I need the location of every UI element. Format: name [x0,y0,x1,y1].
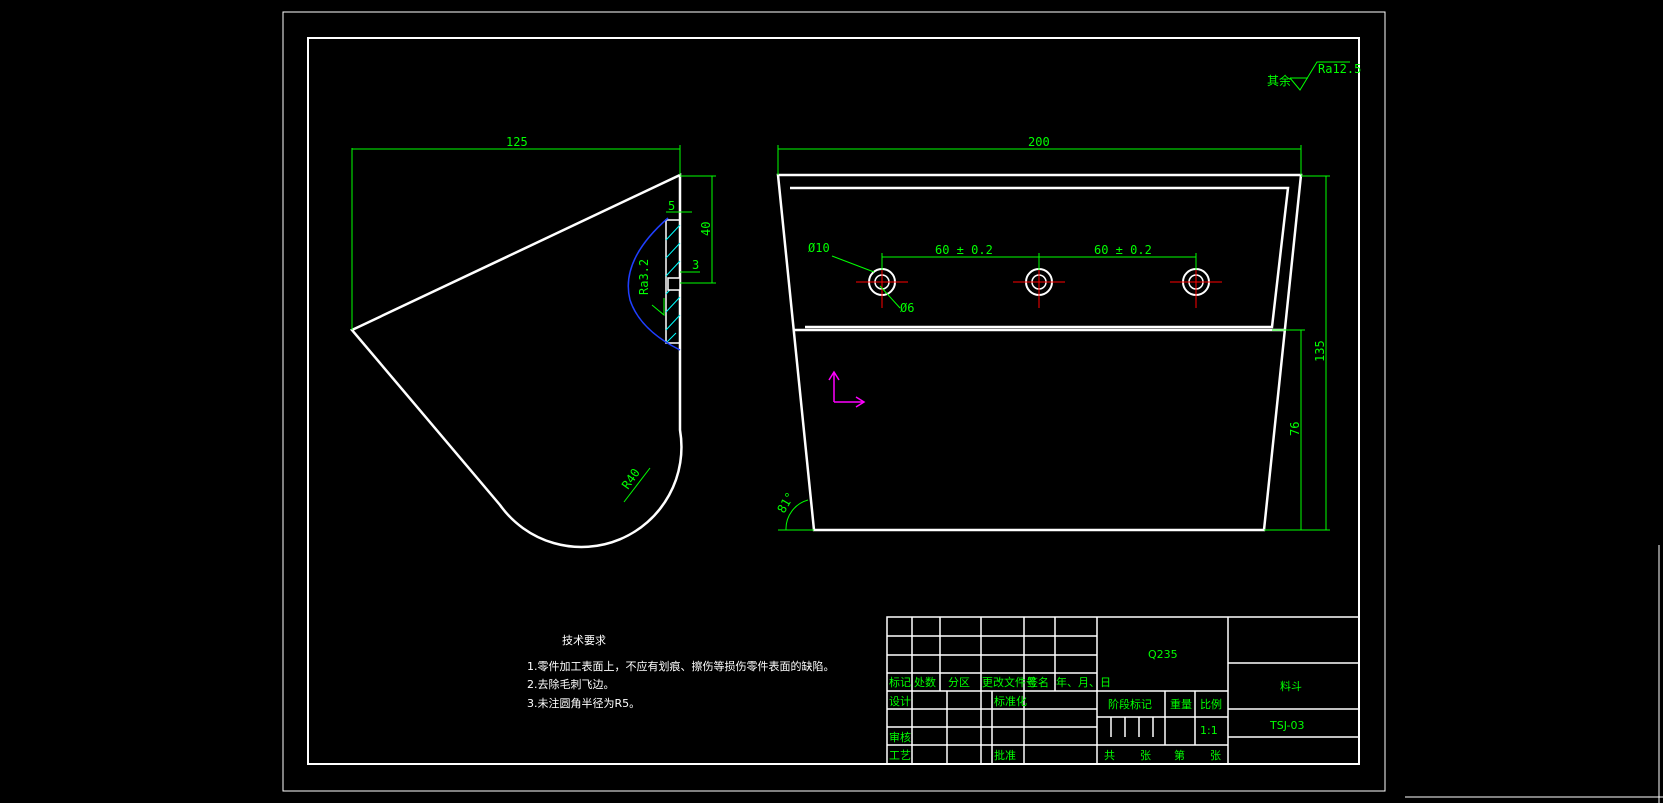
sign-label-review: 审核 [889,730,911,744]
title-block-text: Q235 料斗 TSJ-03 标记 处数 分区 更改文件号 签名 年、月、日 设… [889,648,1305,762]
hole-small-leader [879,285,901,309]
angle-text: 81° [774,490,797,516]
dim-5-text: 5 [668,199,675,213]
rev-header-2: 分区 [948,676,970,689]
dim-3-text: 3 [692,258,699,272]
hole-large-leader [831,255,875,273]
radius-leader [623,467,651,503]
side-view-outline [349,173,683,549]
hole-small-text: Ø6 [900,301,914,315]
general-roughness-note: 其余 Ra12.5 [1267,61,1361,91]
roughness-symbol-icon [1289,61,1350,91]
sheet-no-label: 第 [1174,748,1185,762]
rev-header-4: 签名 [1027,675,1049,689]
scale-value: 1:1 [1200,724,1218,737]
sheet-unit2-label: 张 [1210,749,1221,762]
drawing-no-text: TSJ-03 [1269,719,1305,732]
rev-header-1: 处数 [914,676,936,689]
inner-drawing-frame [307,37,1360,765]
dim-200-text: 200 [1028,135,1050,149]
side-roughness-symbol-icon [651,298,665,317]
dim-135-text: 135 [1313,340,1327,362]
dim-76-text: 76 [1288,422,1302,436]
hole-large-text: Ø10 [808,241,830,255]
ucs-axis-icon [828,370,866,408]
sign-label-standard: 标准化 [994,694,1027,708]
spacing-1-text: 60 ± 0.2 [935,243,993,257]
material-text: Q235 [1148,648,1178,661]
sheet-total-label: 共 [1104,749,1115,762]
outer-sheet-border [282,11,1386,792]
part-name-text: 料斗 [1280,679,1302,693]
sign-label-approve: 批准 [994,748,1016,762]
front-view: 200 60 ± 0.2 60 ± 0.2 Ø10 Ø6 135 76 81° [774,135,1330,532]
rev-header-5: 年、月、日 [1056,675,1111,689]
angle-arc [785,499,809,531]
sign-label-design: 设计 [889,695,911,708]
front-inner-panel [790,186,1290,329]
side-hole-slot [667,277,681,291]
front-outer-outline [776,173,1303,532]
roughness-others-label: 其余 [1267,73,1291,88]
dim-125-text: 125 [506,135,528,149]
side-section-hatch-lines [665,224,681,344]
stage-mark-label: 阶段标记 [1108,697,1152,711]
technical-requirements: 技术要求 1.零件加工表面上，不应有划痕、擦伤等损伤零件表面的缺陷。 2.去除毛… [527,634,835,710]
tech-req-title: 技术要求 [562,634,606,647]
sheet-unit-label: 张 [1140,749,1151,762]
sign-label-process: 工艺 [889,749,911,762]
tech-req-item-2: 2.去除毛刺飞边。 [527,677,615,691]
rev-header-3: 更改文件号 [982,675,1037,689]
title-block [886,616,1360,765]
spacing-2-text: 60 ± 0.2 [1094,243,1152,257]
side-roughness-value: Ra3.2 [637,259,651,295]
tech-req-item-1: 1.零件加工表面上，不应有划痕、擦伤等损伤零件表面的缺陷。 [527,659,835,673]
scale-label: 比例 [1200,697,1222,711]
side-view: Ra3.2 125 40 5 3 R40 [349,135,716,549]
rev-header-0: 标记 [889,675,911,689]
roughness-value: Ra12.5 [1318,62,1361,76]
radius-text: R40 [619,466,643,492]
weight-label: 重量 [1170,697,1192,711]
tech-req-item-3: 3.未注圆角半径为R5。 [527,696,640,710]
dim-40-text: 40 [699,222,713,236]
side-section-break-curve [627,217,681,351]
